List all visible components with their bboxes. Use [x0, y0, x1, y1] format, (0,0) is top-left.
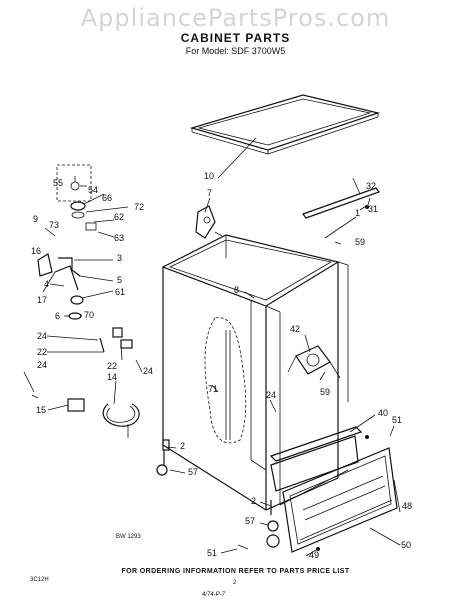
callout-15: 15 — [36, 405, 47, 415]
callout-31: 31 — [368, 204, 379, 214]
callout-62: 62 — [114, 212, 125, 222]
callout-42: 42 — [290, 324, 301, 334]
callout-24-b: 24 — [37, 360, 48, 370]
callout-59-a: 59 — [355, 237, 366, 247]
page-title: CABINET PARTS — [180, 31, 291, 45]
callout-6: 6 — [55, 311, 61, 321]
callout-48: 48 — [402, 501, 413, 511]
callout-59-b: 59 — [320, 387, 331, 397]
callout-50: 50 — [401, 540, 412, 550]
callout-24-a: 24 — [37, 331, 48, 341]
callout-51-b: 51 — [207, 548, 218, 558]
callout-7: 7 — [207, 188, 213, 198]
callout-63: 63 — [114, 233, 125, 243]
callout-57-a: 57 — [188, 467, 199, 477]
callout-2-b: 2 — [251, 496, 257, 506]
callout-22-a: 22 — [37, 347, 48, 357]
callout-55: 55 — [53, 178, 64, 188]
callout-3: 3 — [117, 253, 123, 263]
callout-14: 14 — [107, 372, 118, 382]
callout-61: 61 — [115, 287, 126, 297]
cabinet-body-drawing — [161, 234, 349, 511]
callout-72: 72 — [134, 202, 145, 212]
callout-54: 54 — [88, 185, 99, 195]
callout-5: 5 — [117, 275, 123, 285]
left-components-drawing — [31, 164, 143, 438]
strip-drawing — [302, 187, 380, 219]
callout-8: 8 — [234, 285, 240, 295]
callout-71: 71 — [208, 384, 219, 394]
callout-66: 66 — [102, 193, 113, 203]
leader-lines — [23, 137, 401, 557]
callout-1: 1 — [355, 208, 361, 218]
hinge-bracket-drawing — [195, 205, 223, 239]
ordering-footer: FOR ORDERING INFORMATION REFER TO PARTS … — [121, 568, 350, 575]
callout-32: 32 — [366, 181, 377, 191]
motor-drawing — [287, 345, 341, 379]
callout-10: 10 — [204, 171, 215, 181]
callout-70: 70 — [84, 310, 95, 320]
toe-panel-drawing — [237, 426, 398, 553]
drawing-code: BW 1293 — [116, 534, 141, 540]
left-code: 3C12H — [30, 577, 49, 583]
callout-17: 17 — [37, 295, 48, 305]
handwritten-code: 4/74-P-7 — [202, 592, 226, 598]
callout-9: 9 — [33, 214, 39, 224]
callout-40: 40 — [378, 408, 389, 418]
watermark: AppliancePartsPros.com — [80, 4, 391, 32]
callout-73: 73 — [49, 220, 60, 230]
callout-2-a: 2 — [180, 441, 186, 451]
top-panel-drawing — [189, 94, 381, 155]
callout-16: 16 — [31, 246, 42, 256]
callout-22-b: 22 — [107, 361, 118, 371]
legs-drawing — [156, 439, 280, 548]
callout-24-c: 24 — [143, 366, 154, 376]
model-subtitle: For Model: SDF 3700W5 — [185, 46, 286, 56]
page-number: 2 — [233, 580, 237, 586]
callout-51-a: 51 — [392, 415, 403, 425]
callout-49: 49 — [309, 550, 320, 560]
callout-24-d: 24 — [266, 390, 277, 400]
callout-57-b: 57 — [245, 516, 256, 526]
callout-4: 4 — [44, 279, 50, 289]
